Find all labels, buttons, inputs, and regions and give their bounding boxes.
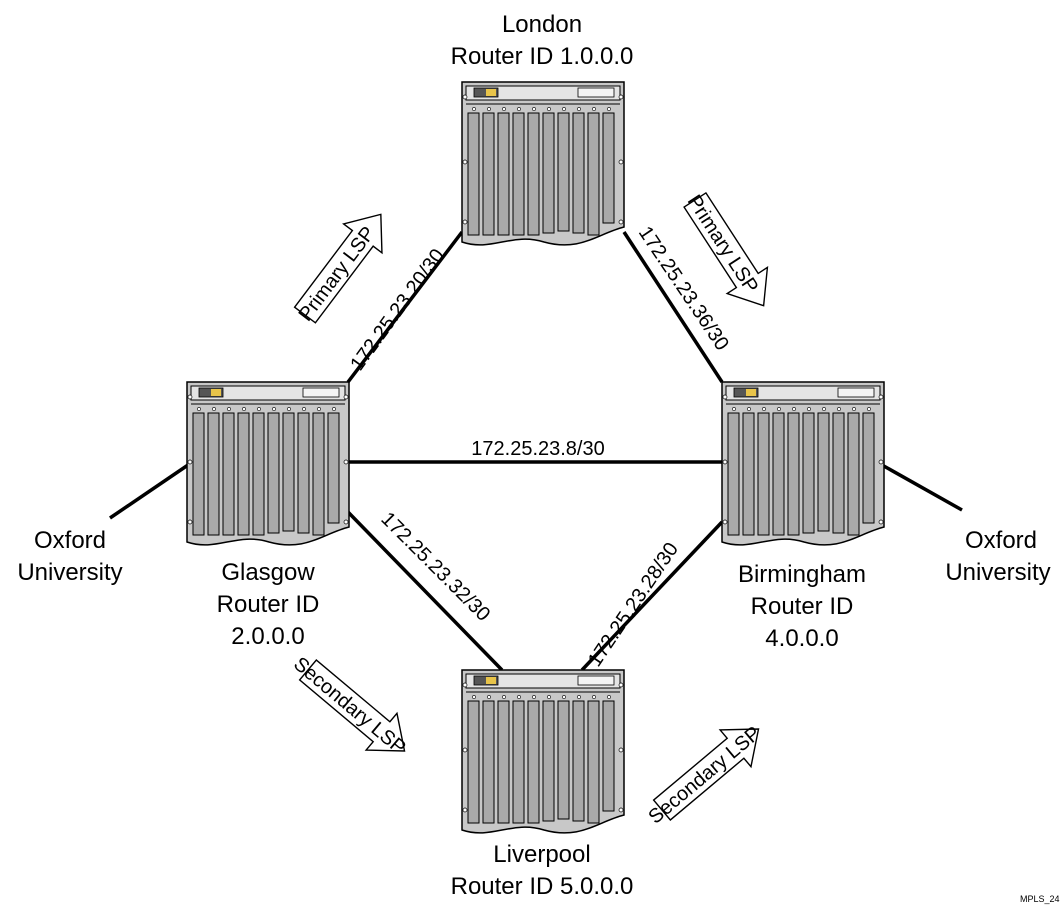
router-birmingham-name: Birmingham bbox=[738, 561, 866, 588]
site-left-line1: Oxford bbox=[34, 527, 106, 554]
link-liverpool-birmingham bbox=[580, 520, 724, 672]
router-glasgow-rid-label: Router ID bbox=[217, 591, 320, 618]
link-label-glasgow-london: 172.25.23.20/30 bbox=[346, 245, 449, 375]
figure-tag: MPLS_24 bbox=[1020, 894, 1060, 904]
router-london-id: Router ID 1.0.0.0 bbox=[451, 43, 634, 70]
router-birmingham bbox=[721, 381, 885, 546]
link-birmingham-oxford bbox=[881, 463, 963, 512]
link-london-birmingham bbox=[622, 231, 724, 383]
router-glasgow-name: Glasgow bbox=[221, 559, 315, 586]
link-glasgow-oxford bbox=[109, 463, 189, 520]
router-birmingham-id: 4.0.0.0 bbox=[765, 625, 838, 652]
router-glasgow-id: 2.0.0.0 bbox=[231, 623, 304, 650]
site-right-line2: University bbox=[945, 559, 1050, 586]
link-glasgow-liverpool bbox=[346, 510, 504, 672]
links bbox=[109, 230, 963, 672]
link-label-glasgow-birmingham: 172.25.23.8/30 bbox=[471, 438, 604, 460]
link-glasgow-london bbox=[346, 230, 464, 384]
router-london bbox=[461, 81, 625, 246]
router-glasgow bbox=[186, 381, 350, 546]
secondary-lsp-right-label: Secondary LSP bbox=[644, 722, 765, 828]
router-london-name: London bbox=[502, 11, 582, 38]
router-birmingham-rid-label: Router ID bbox=[751, 593, 854, 620]
secondary-lsp-left-label: Secondary LSP bbox=[289, 653, 410, 759]
link-label-liverpool-birmingham: 172.25.23.28/30 bbox=[584, 539, 683, 671]
router-liverpool-name: Liverpool bbox=[493, 841, 590, 868]
site-left-line2: University bbox=[17, 559, 122, 586]
primary-lsp-left-label: Primary LSP bbox=[295, 223, 380, 326]
router-liverpool bbox=[461, 669, 625, 834]
primary-lsp-right-label: Primary LSP bbox=[683, 191, 763, 297]
router-liverpool-id: Router ID 5.0.0.0 bbox=[451, 873, 634, 900]
link-label-glasgow-liverpool: 172.25.23.32/30 bbox=[376, 508, 494, 626]
secondary-lsp-right-arrow: Secondary LSP bbox=[644, 709, 775, 830]
site-right-line1: Oxford bbox=[965, 527, 1037, 554]
secondary-lsp-left-arrow: Secondary LSP bbox=[289, 650, 421, 771]
